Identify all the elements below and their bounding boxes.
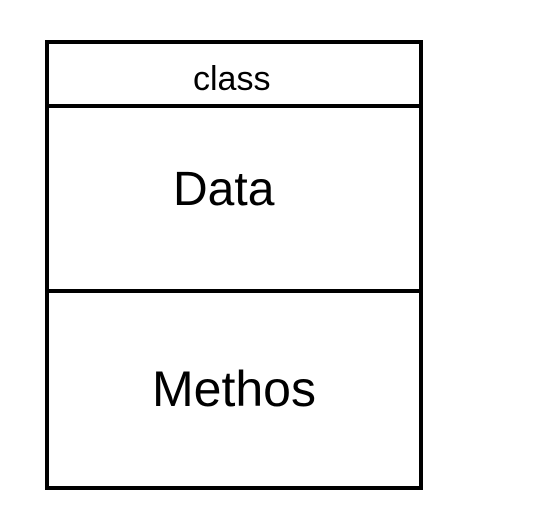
class-box: class Data Methos — [45, 40, 423, 490]
class-title-section: class — [49, 44, 419, 108]
data-section-label: Data — [173, 163, 275, 216]
data-section: Data — [49, 108, 419, 293]
class-title-label: class — [193, 60, 271, 98]
methods-section-label: Methos — [152, 361, 316, 417]
methods-section: Methos — [49, 293, 419, 486]
